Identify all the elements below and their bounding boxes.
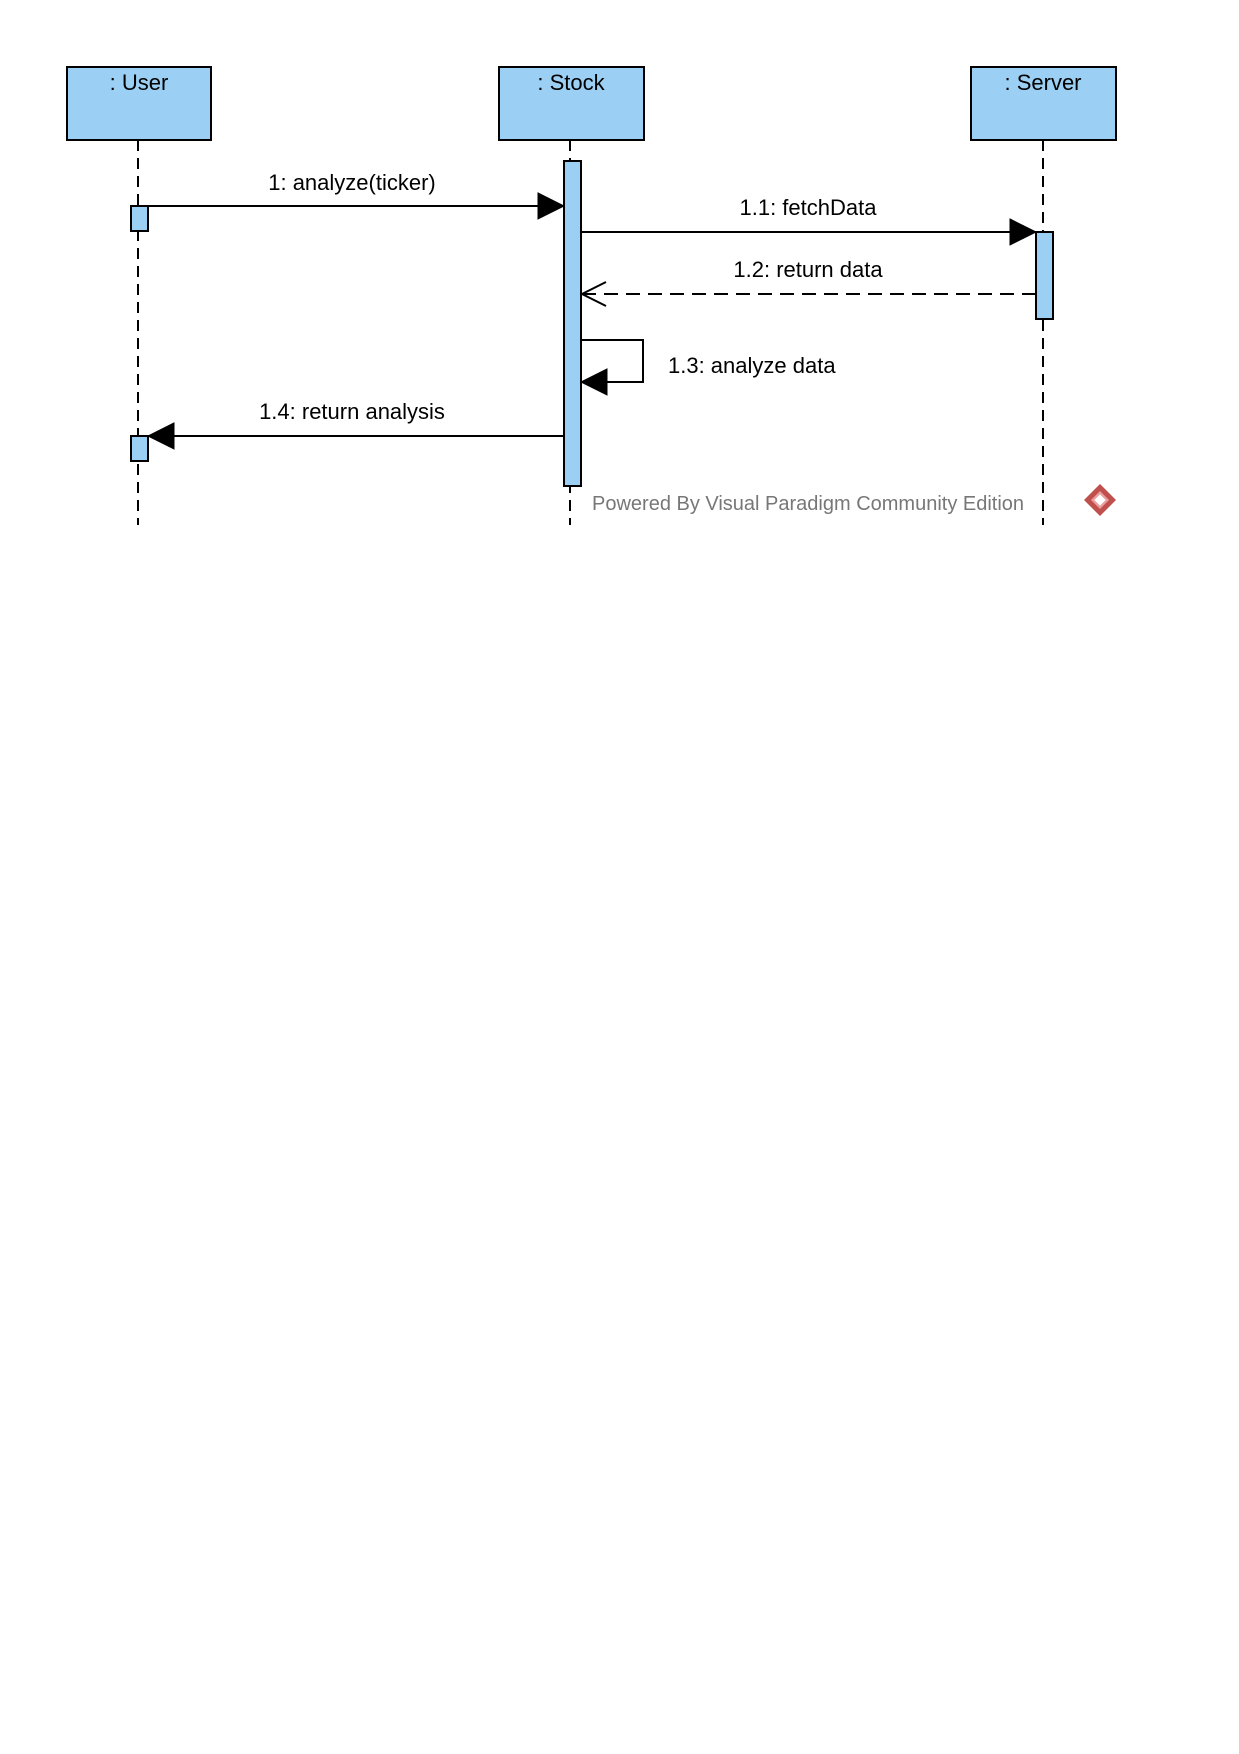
activation-user-1 (130, 205, 149, 232)
message-1-2-arrowhead (579, 281, 607, 307)
lifeline-user-box (66, 66, 212, 141)
message-1-3-arrowhead (579, 368, 608, 396)
lifeline-stock[interactable]: : Stock (498, 66, 645, 141)
message-1-3-line (581, 339, 644, 383)
lifeline-stock-label: : Stock (537, 70, 605, 95)
activation-server (1035, 231, 1054, 320)
message-1-4-label: 1.4: return analysis (259, 399, 445, 424)
message-1-2-label: 1.2: return data (733, 257, 883, 282)
lifeline-server[interactable]: : Server (970, 66, 1117, 141)
visual-paradigm-logo-icon (1084, 484, 1116, 516)
lifeline-server-box (970, 66, 1117, 141)
lifeline-server-label: : Server (1004, 70, 1081, 95)
watermark-text: Powered By Visual Paradigm Community Edi… (592, 493, 1024, 515)
message-1-1[interactable]: 1.1: fetchData (581, 195, 1038, 246)
message-1-1-label: 1.1: fetchData (740, 195, 878, 220)
lifeline-user[interactable]: : User (66, 66, 212, 141)
activation-stock (563, 160, 582, 487)
message-1-4[interactable]: 1.4: return analysis (146, 399, 564, 450)
message-1-1-arrowhead (1009, 218, 1038, 246)
message-1-3-label: 1.3: analyze data (668, 353, 836, 378)
lifeline-stock-box (498, 66, 645, 141)
message-1[interactable]: 1: analyze(ticker) (148, 170, 566, 220)
message-1-3[interactable]: 1.3: analyze data (579, 339, 836, 396)
lifeline-user-label: : User (110, 70, 169, 95)
message-1-arrowhead (537, 192, 566, 220)
message-1-4-arrowhead (146, 422, 175, 450)
activation-user-2 (130, 435, 149, 462)
message-1-label: 1: analyze(ticker) (268, 170, 436, 195)
message-1-2[interactable]: 1.2: return data (579, 257, 1036, 307)
